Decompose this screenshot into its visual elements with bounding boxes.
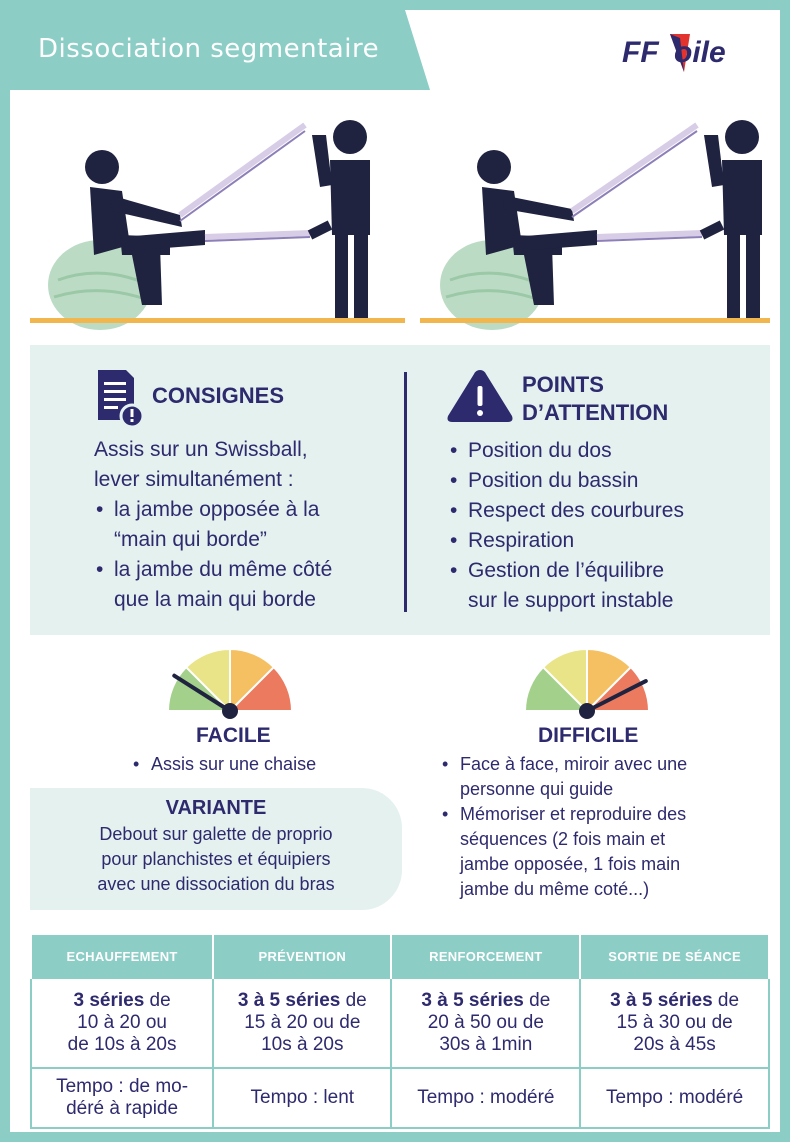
table-cell: Tempo : de mo-déré à rapide <box>29 1067 215 1129</box>
document-icon <box>98 370 145 428</box>
consignes-list: la jambe opposée à la“main qui borde” la… <box>94 495 394 615</box>
gauge-needle <box>172 673 232 713</box>
title-tab <box>10 10 430 90</box>
exercise-illustration <box>48 120 762 330</box>
table-cell: Tempo : modéré <box>579 1067 770 1129</box>
list-item: Respect des courbures <box>448 496 758 526</box>
logo-voile-text: oile <box>674 36 726 69</box>
table-cell: Tempo : lent <box>212 1067 393 1129</box>
page-title: Dissociation segmentaire <box>38 34 380 64</box>
gauge-hub <box>222 703 238 719</box>
gauge-hub <box>579 703 595 719</box>
gauge-segment <box>584 665 651 712</box>
variant-content: VARIANTE Debout sur galette de proprio p… <box>30 797 402 897</box>
variant-heading: VARIANTE <box>165 797 267 819</box>
sail-icon <box>670 34 690 72</box>
attention-heading: POINTS D’ATTENTION <box>522 372 669 425</box>
attention-list: Position du dos Position du bassin Respe… <box>448 436 758 616</box>
table-cell: Tempo : modéré <box>390 1067 582 1129</box>
list-item: Respiration <box>448 526 758 556</box>
consignes-intro-line: lever simultanément : <box>94 468 294 491</box>
easy-label: FACILE <box>196 724 271 747</box>
difficulty-gauge-easy <box>166 647 294 719</box>
hard-label: DIFFICILE <box>538 724 639 747</box>
table-header: PRÉVENTION <box>212 935 393 978</box>
list-item: Position du dos <box>448 436 758 466</box>
table-row: Tempo : de mo-déré à rapide Tempo : lent… <box>29 1067 770 1129</box>
gauge-needle <box>585 679 648 713</box>
ffvoile-logo: FF oile <box>622 30 772 80</box>
gauge-segment <box>227 665 294 712</box>
table-header: SORTIE DE SÉANCE <box>579 935 770 978</box>
table-header: RENFORCEMENT <box>390 935 582 978</box>
warning-icon <box>447 370 513 422</box>
left-scene <box>48 120 370 330</box>
floor-line-left <box>30 318 405 323</box>
logo-ff-text: FF <box>622 36 659 69</box>
dosage-table: ECHAUFFEMENT PRÉVENTION RENFORCEMENT SOR… <box>29 935 770 1129</box>
floor-line-right <box>420 318 770 323</box>
panel-divider <box>404 372 407 612</box>
right-scene <box>440 120 762 330</box>
list-item: Position du bassin <box>448 466 758 496</box>
list-item: la jambe opposée à la“main qui borde” <box>94 495 394 555</box>
attention-body: Position du dos Position du bassin Respe… <box>448 436 758 616</box>
list-item: Assis sur une chaise <box>131 752 316 777</box>
variant-box <box>30 788 402 910</box>
table-header: ECHAUFFEMENT <box>29 935 215 978</box>
consignes-body: Assis sur un Swissball, lever simultaném… <box>94 435 394 615</box>
consignes-intro-line: Assis sur un Swissball, <box>94 438 308 461</box>
consignes-heading: CONSIGNES <box>152 383 285 408</box>
easy-list: Assis sur une chaise <box>131 752 316 777</box>
difficulty-gauge-hard <box>523 647 651 719</box>
table-header-row: ECHAUFFEMENT PRÉVENTION RENFORCEMENT SOR… <box>29 935 770 978</box>
variant-text: Debout sur galette de proprio pour planc… <box>97 824 335 894</box>
